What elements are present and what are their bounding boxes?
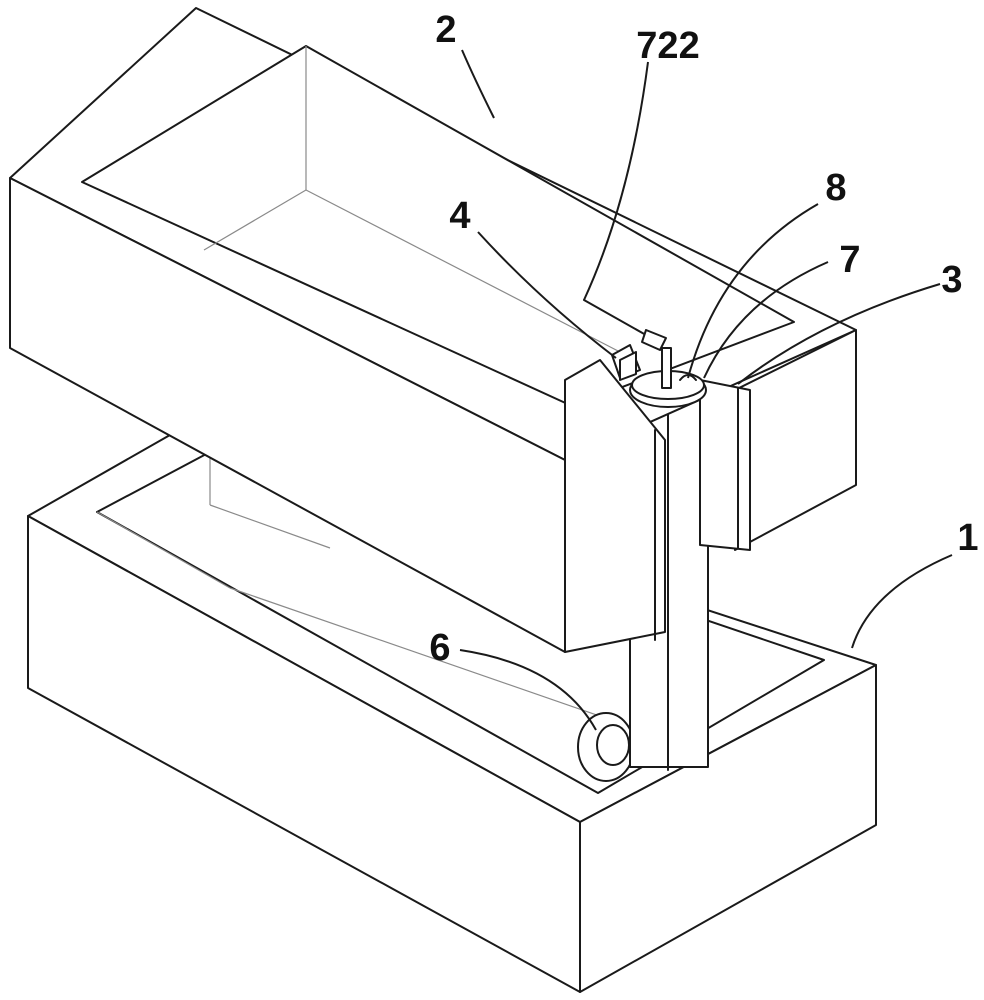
callout-1: 1: [957, 517, 978, 559]
callout-labels: 2 722 8 4 7 3 1 6: [429, 9, 978, 669]
leader-6: [459, 649, 597, 731]
leader-722: [583, 61, 649, 301]
pipe-outlet-6: [577, 712, 635, 782]
callout-4: 4: [449, 195, 470, 237]
top-mechanism: [583, 299, 707, 408]
leader-1: [851, 554, 953, 649]
leader-3: [737, 283, 941, 385]
callout-6: 6: [429, 627, 450, 669]
callout-8: 8: [825, 167, 846, 209]
upper-box-2: [9, 7, 857, 653]
callout-722: 722: [636, 25, 699, 67]
leader-2: [461, 49, 495, 119]
side-housing-3: [564, 359, 751, 653]
leader-7: [703, 261, 829, 379]
leader-8: [687, 203, 819, 379]
callout-3: 3: [941, 259, 962, 301]
callout-7: 7: [839, 239, 860, 281]
callout-2: 2: [435, 9, 456, 51]
leader-4: [477, 231, 617, 359]
leader-lines: [459, 49, 953, 731]
